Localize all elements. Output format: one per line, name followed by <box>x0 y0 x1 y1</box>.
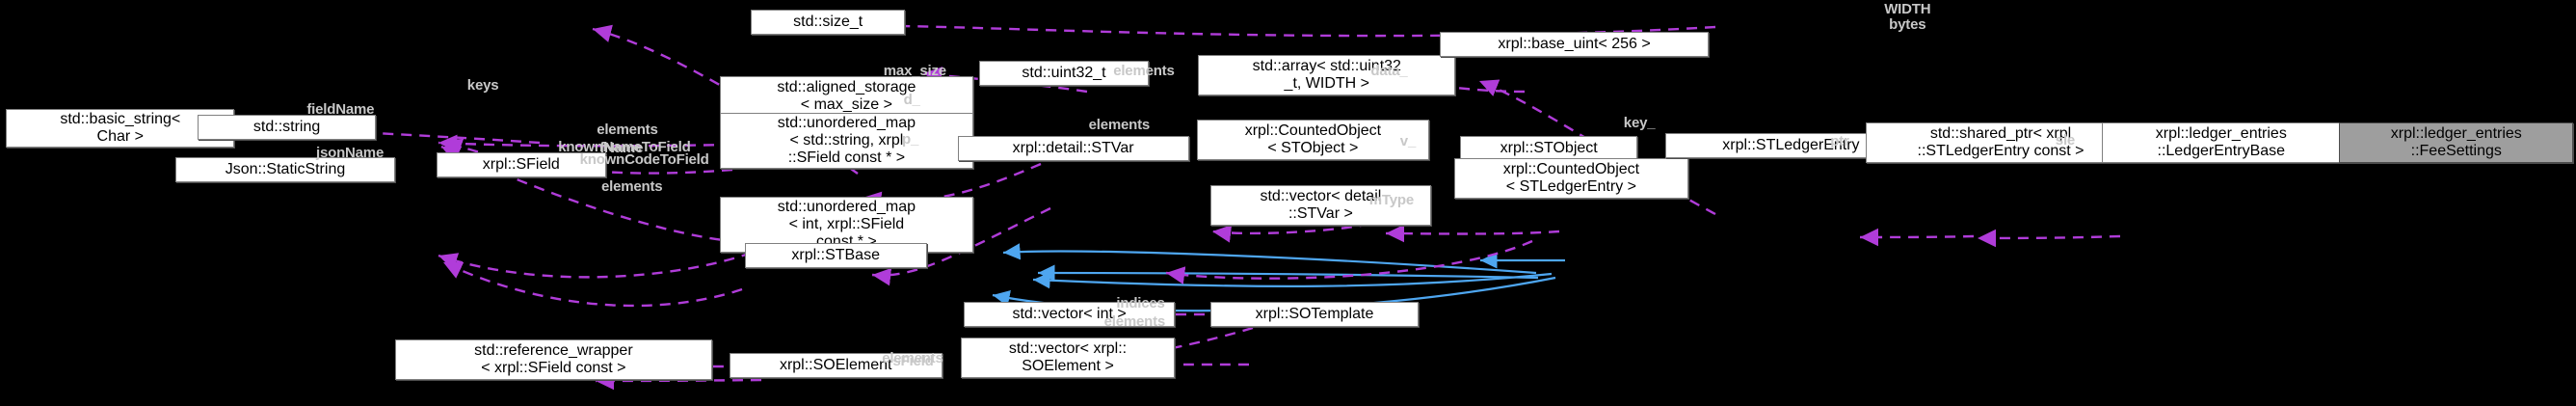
node-stobject[interactable]: xrpl::STObject <box>1460 136 1638 161</box>
node-refwrapper[interactable]: std::reference_wrapper < xrpl::SField co… <box>394 339 713 380</box>
node-countedobj_stobject[interactable]: xrpl::CountedObject < STObject > <box>1196 120 1430 160</box>
edge-label-elements-stvar: elements <box>1088 117 1151 133</box>
node-umap_string_sfield[interactable]: std::unordered_map < std::string, xrpl :… <box>720 113 973 169</box>
edge-label-elements-umap1: elements <box>597 122 658 138</box>
edge-label-key: key_ <box>1623 115 1656 131</box>
node-feesettings[interactable]: xrpl::ledger_entries ::FeeSettings <box>2339 122 2574 163</box>
edge-label-keys: keys <box>466 77 499 94</box>
node-array_uint32[interactable]: std::array< std::uint32 _t, WIDTH > <box>1198 55 1456 95</box>
edge-label-jsonname: jsonName <box>316 145 385 161</box>
node-countedobj_stledger[interactable]: xrpl::CountedObject < STLedgerEntry > <box>1453 158 1688 199</box>
node-vector_stvar[interactable]: std::vector< detail ::STVar > <box>1210 185 1431 226</box>
node-vector_int[interactable]: std::vector< int > <box>964 302 1176 327</box>
edge-label-elements-uint32: elements <box>1113 63 1175 79</box>
edge-label-ptr: ptr <box>1830 133 1849 149</box>
edge-label-d: d_ <box>903 92 920 108</box>
node-staticstring[interactable]: Json::StaticString <box>175 157 395 182</box>
edge-label-knowncodetofield: knownCodeToField <box>579 151 709 168</box>
edge-label-p: p_ <box>902 131 919 148</box>
edge-label-knownnametofield: knownNameToField <box>558 139 691 155</box>
edge-label-mtype: mType <box>1368 192 1415 208</box>
edge-label-sfield-edge: sField <box>892 353 934 369</box>
edge-label-max-size: max_size <box>883 63 946 79</box>
node-vector_soelement[interactable]: std::vector< xrpl:: SOElement > <box>960 338 1176 378</box>
node-soelement[interactable]: xrpl::SOElement <box>729 353 943 378</box>
node-ledgerentrybase[interactable]: xrpl::ledger_entries ::LedgerEntryBase <box>2101 122 2341 163</box>
node-aligned_storage[interactable]: std::aligned_storage < max_size > <box>720 76 973 117</box>
edge-label-fieldname: fieldName <box>306 101 375 118</box>
node-size_t[interactable]: std::size_t <box>751 10 906 35</box>
edge-label-indices: indices <box>1116 295 1165 311</box>
edge-label-elements-sot: elements <box>1103 313 1166 330</box>
edge-label-fname: fName <box>599 140 644 156</box>
edge-label-width-bytes: WIDTH bytes <box>1884 1 1931 33</box>
edge-label-elements-umap2: elements <box>601 178 663 195</box>
edge-label-v: v_ <box>1399 133 1417 149</box>
edge-label-sle: sle <box>2055 132 2076 149</box>
edge-label-elements-soel: elements <box>882 350 943 366</box>
node-base_uint256[interactable]: xrpl::base_uint< 256 > <box>1440 32 1709 57</box>
node-stvar[interactable]: xrpl::detail::STVar <box>957 136 1189 161</box>
node-stbase[interactable]: xrpl::STBase <box>744 243 927 268</box>
node-uint32_t[interactable]: std::uint32_t <box>979 61 1149 86</box>
node-string[interactable]: std::string <box>197 115 377 140</box>
node-shared_ptr_sle[interactable]: std::shared_ptr< xrpl ::STLedgerEntry co… <box>1866 122 2136 163</box>
node-basic_string[interactable]: std::basic_string< Char > <box>6 109 235 148</box>
node-sfield[interactable]: xrpl::SField <box>436 152 606 177</box>
edge-label-data: data_ <box>1370 63 1408 79</box>
node-sotemplate[interactable]: xrpl::SOTemplate <box>1210 302 1419 327</box>
